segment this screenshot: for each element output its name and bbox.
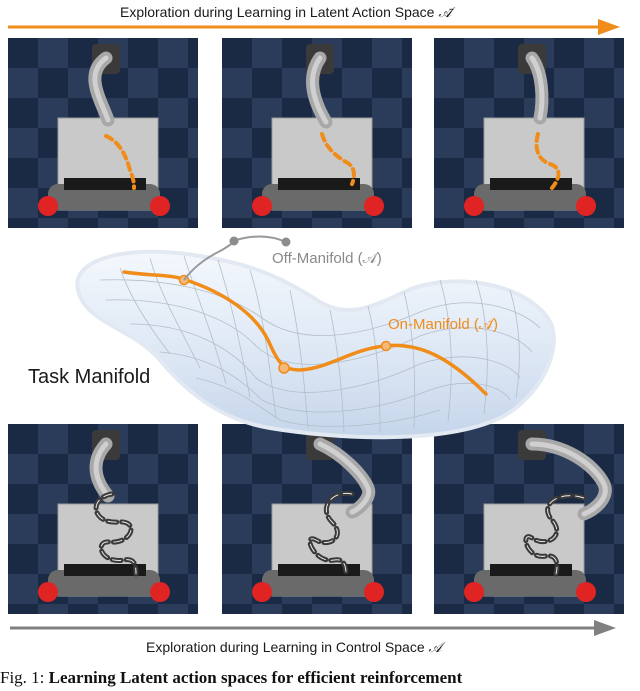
top-arrow-symbol: 𝒜̄ xyxy=(438,5,452,21)
caption-title: Learning Latent action spaces for effici… xyxy=(48,668,463,687)
figure-caption: Fig. 1: Learning Latent action spaces fo… xyxy=(0,668,640,688)
top-arrow xyxy=(0,0,640,36)
robot-scene-image xyxy=(222,38,412,228)
robot-scene-image xyxy=(8,424,198,614)
robot-panel-top-3 xyxy=(434,38,624,228)
top-arrow-text: Exploration during Learning in Latent Ac… xyxy=(120,4,435,20)
off-manifold-label: Off-Manifold (𝒜) xyxy=(272,250,382,267)
robot-scene-image xyxy=(434,38,624,228)
caption-prefix: Fig. 1: xyxy=(0,668,45,687)
robot-panel-top-2 xyxy=(222,38,412,228)
robot-scene-image xyxy=(8,38,198,228)
on-manifold-label: On-Manifold (𝒜̄) xyxy=(388,316,499,333)
manifold-surface xyxy=(75,235,556,440)
robot-panel-top-1 xyxy=(8,38,198,228)
bottom-arrow-symbol: 𝒜 xyxy=(428,640,442,656)
top-arrow-graphic xyxy=(8,19,620,35)
bottom-arrow-label: Exploration during Learning in Control S… xyxy=(146,639,442,656)
bottom-arrow-text: Exploration during Learning in Control S… xyxy=(146,639,425,655)
bottom-arrow xyxy=(0,614,640,644)
task-manifold-title: Task Manifold xyxy=(28,366,151,388)
robot-scene-image xyxy=(434,424,624,614)
robot-panel-bottom-1 xyxy=(8,424,198,614)
top-arrow-label: Exploration during Learning in Latent Ac… xyxy=(120,4,452,21)
bottom-arrow-graphic xyxy=(10,620,616,636)
task-manifold-diagram xyxy=(0,228,640,458)
robot-panel-bottom-3 xyxy=(434,424,624,614)
